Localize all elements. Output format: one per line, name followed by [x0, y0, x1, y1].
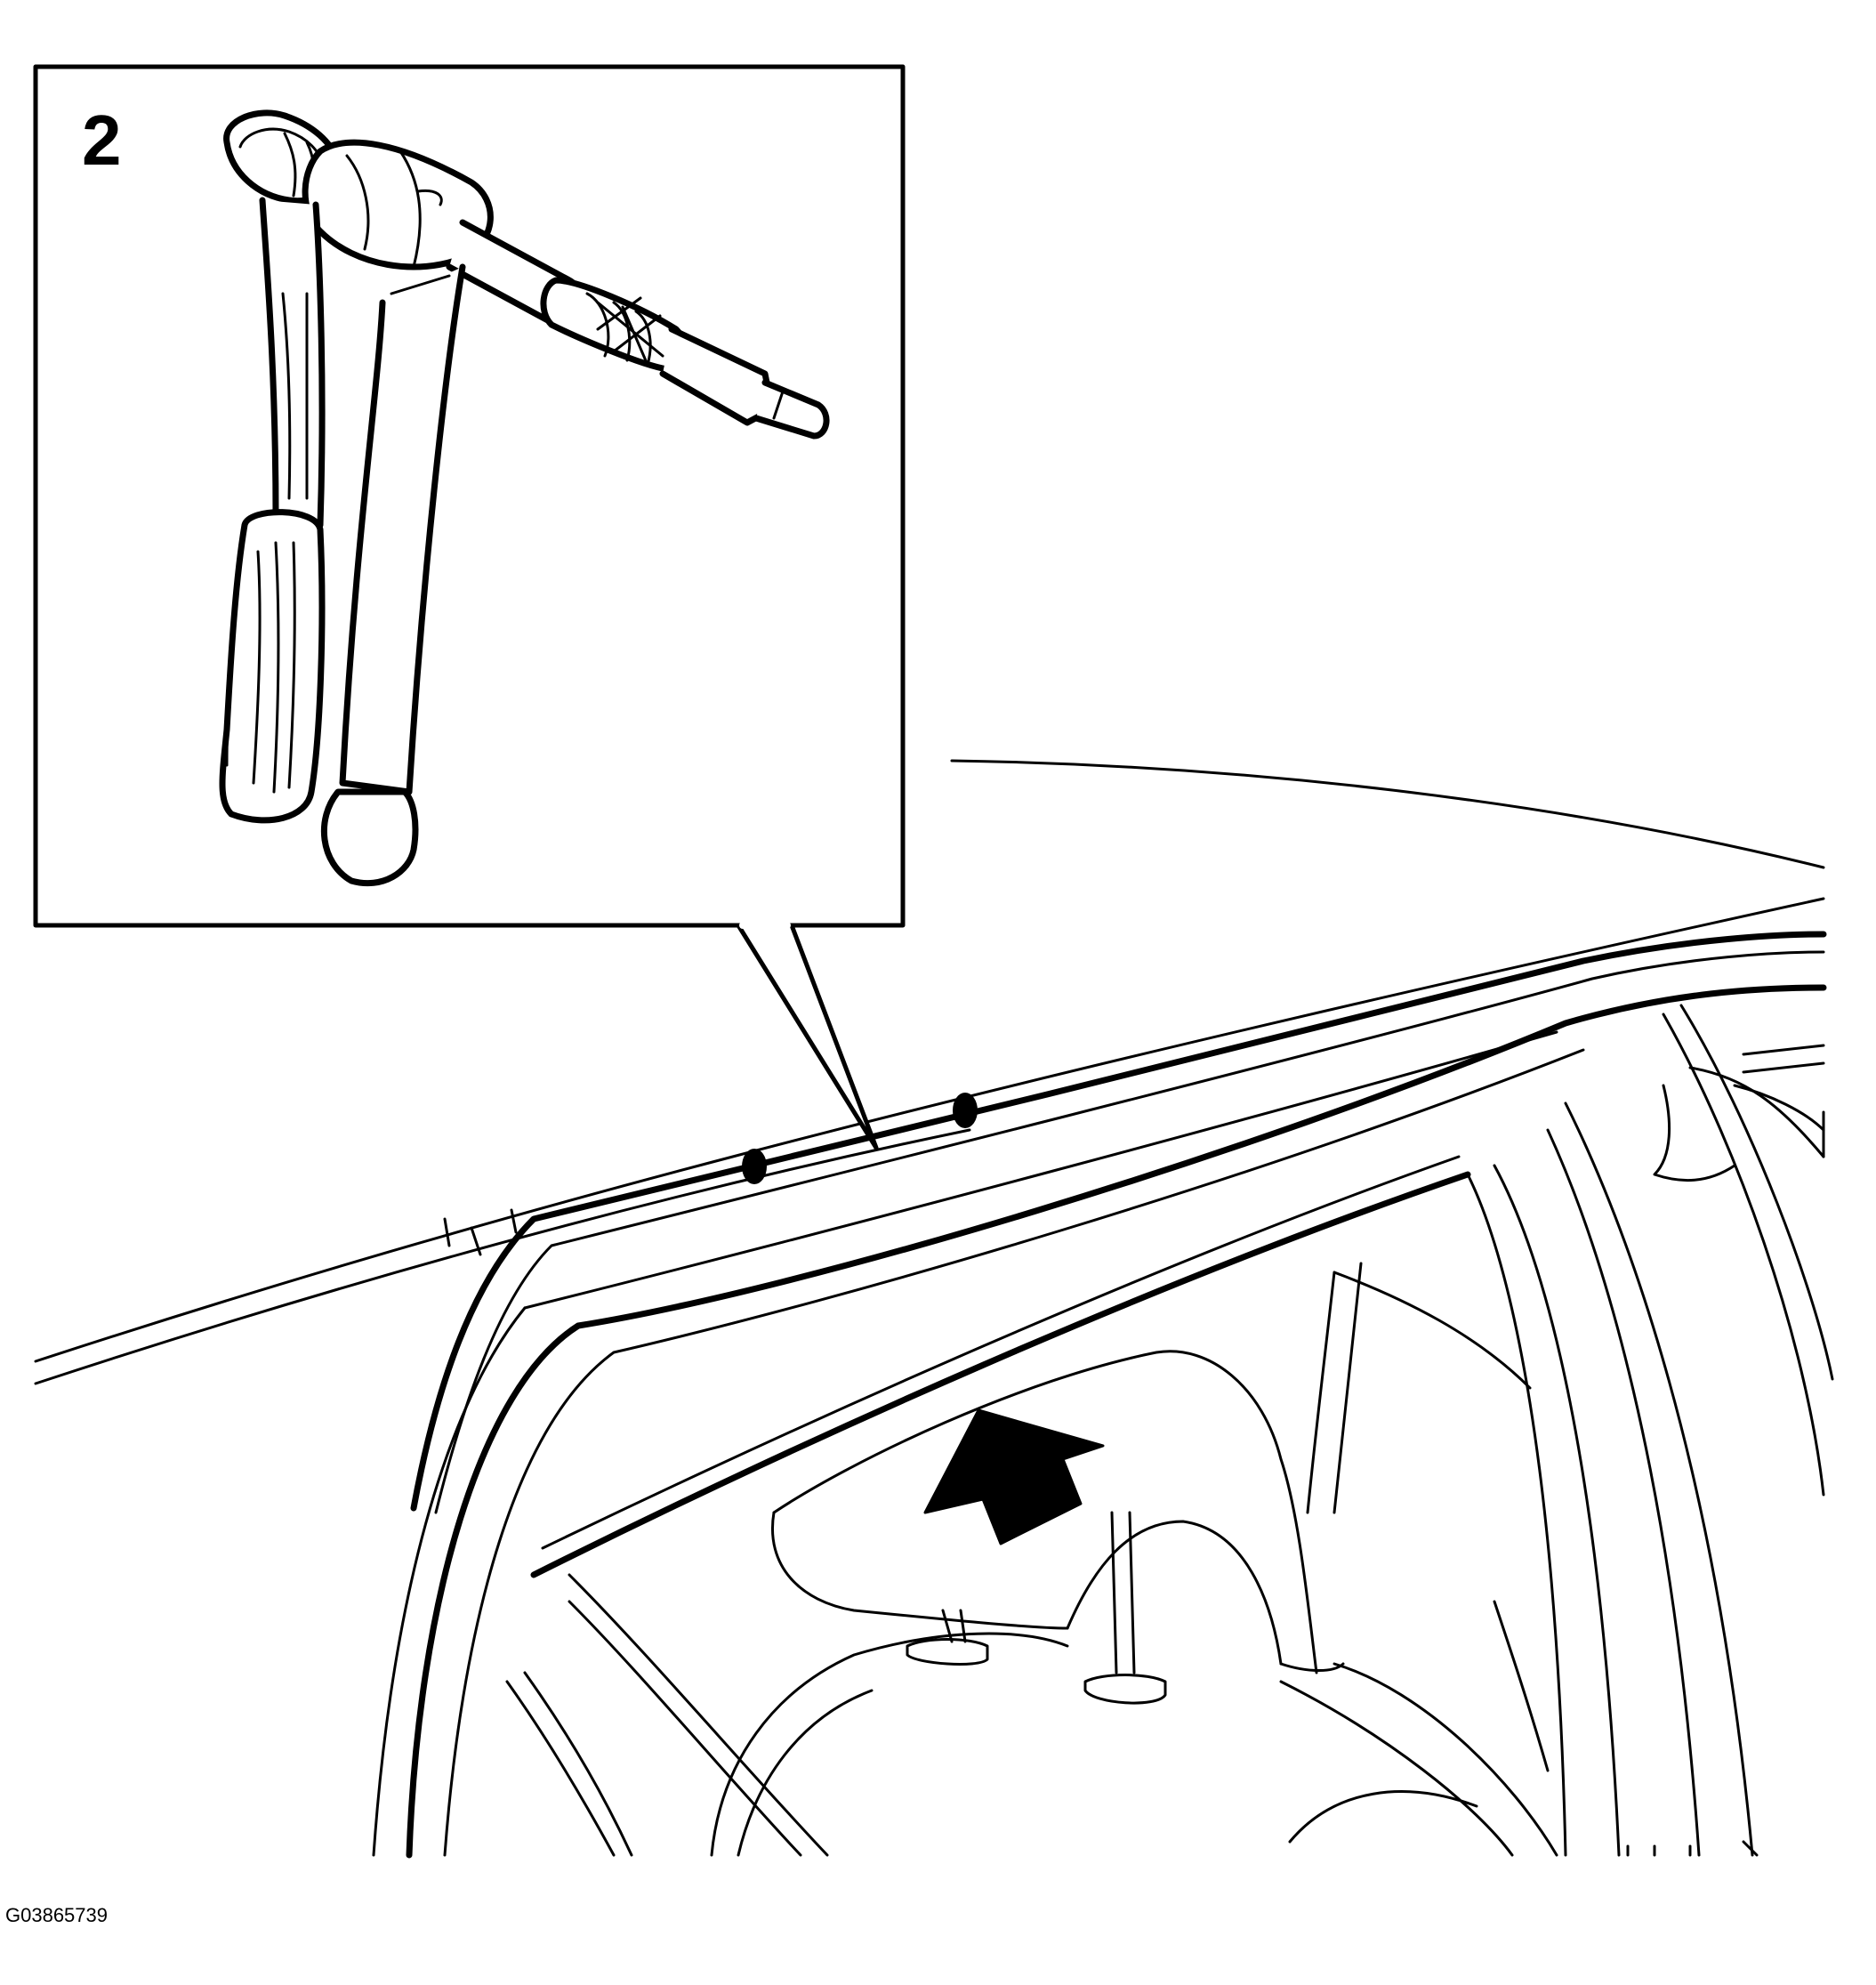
figure-code: G03865739: [5, 1904, 108, 1926]
arrow-up-icon: [923, 1408, 1105, 1545]
window-frame: [372, 931, 1827, 1859]
vehicle-roof: [34, 759, 1825, 1385]
rear-window-trim: [530, 1004, 1834, 1857]
callout-number: 2: [82, 101, 122, 180]
ratchet-wrench-with-extension-icon: [219, 109, 830, 887]
fastener-dot-icon: [742, 1093, 978, 1184]
rear-seat: [505, 1262, 1759, 1857]
